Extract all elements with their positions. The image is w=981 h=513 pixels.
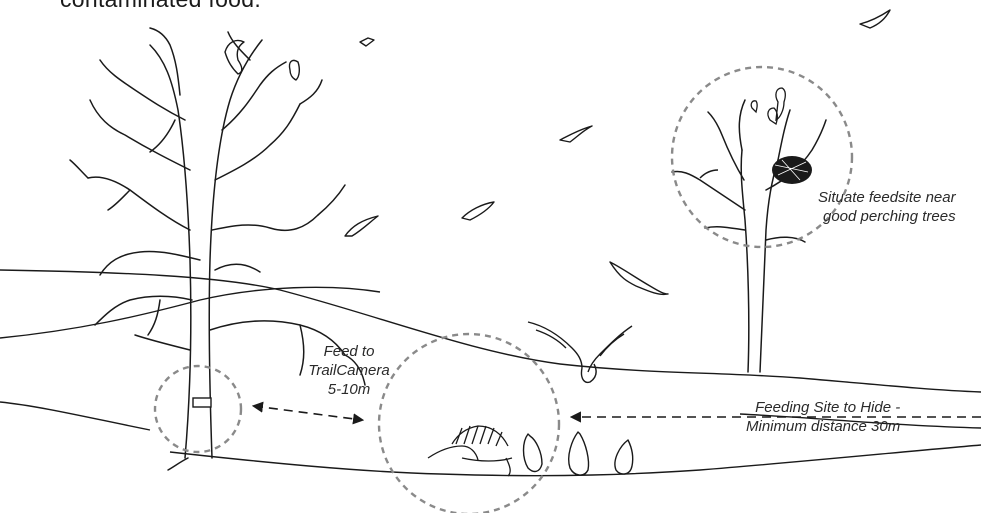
vulture-2 bbox=[569, 432, 589, 475]
camera-label-line-1: Feed to bbox=[298, 342, 400, 361]
bird-3 bbox=[360, 38, 374, 46]
perching-tree-right bbox=[672, 100, 826, 372]
vulture-1 bbox=[524, 434, 543, 471]
feeding-site-circle bbox=[379, 334, 559, 513]
flying-birds bbox=[225, 10, 890, 294]
ground-line bbox=[170, 445, 981, 476]
ground-vultures bbox=[524, 432, 633, 475]
bird-6 bbox=[462, 202, 494, 220]
bird-7 bbox=[610, 262, 668, 294]
camera-label-line-3: 5-10m bbox=[298, 380, 400, 399]
far-hill-line bbox=[0, 270, 981, 392]
landscape bbox=[0, 270, 981, 476]
perch-label-line-1: Situate feedsite near bbox=[818, 188, 956, 207]
hide-label: Feeding Site to Hide - Minimum distance … bbox=[746, 398, 900, 436]
bird-8 bbox=[700, 170, 718, 178]
dead-tree-left bbox=[70, 28, 365, 470]
perched-birds-right-tree bbox=[751, 88, 785, 124]
bird-9 bbox=[860, 10, 890, 28]
hide-label-line-1: Feeding Site to Hide - bbox=[746, 398, 900, 417]
camera-circle bbox=[155, 366, 241, 452]
bird-2 bbox=[289, 60, 299, 80]
near-hill-line bbox=[0, 402, 150, 430]
camera-label: Feed to TrailCamera 5-10m bbox=[298, 342, 400, 399]
bird-5 bbox=[345, 216, 378, 236]
bird-1 bbox=[225, 40, 244, 74]
perch-label: Situate feedsite near good perching tree… bbox=[818, 188, 956, 226]
vulture-3 bbox=[615, 440, 633, 474]
bird-4 bbox=[560, 126, 592, 142]
nest bbox=[772, 156, 812, 184]
camera-label-line-2: TrailCamera bbox=[298, 361, 400, 380]
hide-label-line-2: Minimum distance 30m bbox=[746, 417, 900, 436]
camera-distance-arrow bbox=[254, 406, 362, 420]
perch-label-line-2: good perching trees bbox=[818, 207, 956, 226]
trail-camera bbox=[193, 398, 211, 407]
carcass bbox=[428, 426, 512, 476]
